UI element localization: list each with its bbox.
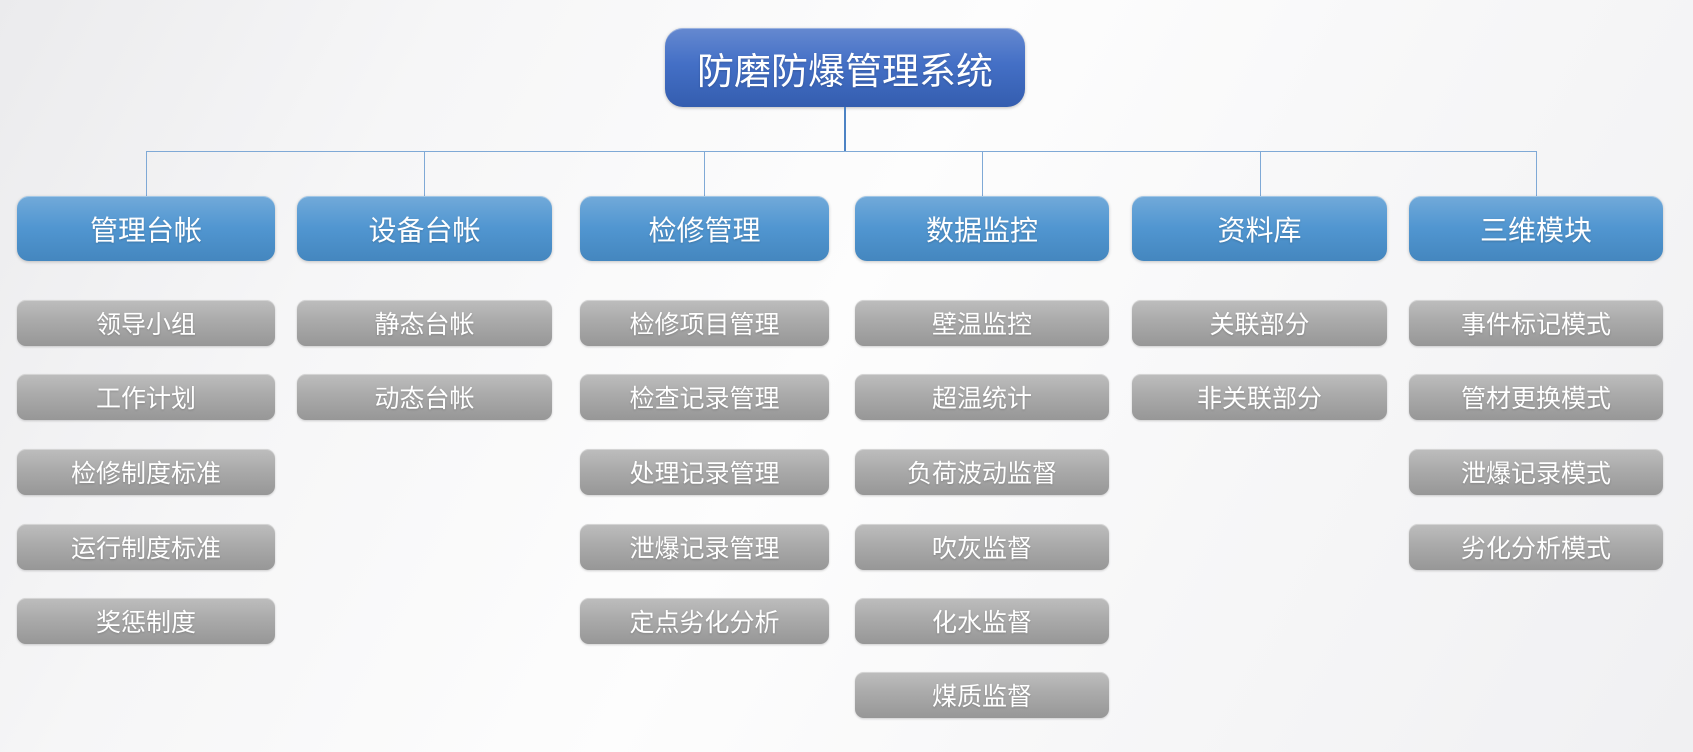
- connector-stub-1: [146, 151, 147, 196]
- node-branch-equipment-ledger: 设备台帐: [297, 196, 552, 261]
- node-leaf: 泄爆记录管理: [580, 524, 829, 570]
- node-leaf: 动态台帐: [297, 374, 552, 420]
- connector-root-stem: [844, 107, 846, 152]
- connector-stub-2: [424, 151, 425, 196]
- node-leaf: 定点劣化分析: [580, 598, 829, 644]
- node-root: 防磨防爆管理系统: [665, 28, 1025, 107]
- node-leaf: 检修项目管理: [580, 300, 829, 346]
- branch-column-2: 设备台帐 静态台帐 动态台帐: [297, 196, 552, 752]
- connector-rail: [146, 151, 1536, 152]
- node-leaf: 领导小组: [17, 300, 275, 346]
- node-branch-data-monitoring: 数据监控: [855, 196, 1109, 261]
- branch-column-4: 数据监控 壁温监控 超温统计 负荷波动监督 吹灰监督 化水监督 煤质监督: [855, 196, 1109, 752]
- node-leaf: 管材更换模式: [1409, 374, 1663, 420]
- node-leaf: 泄爆记录模式: [1409, 449, 1663, 495]
- node-leaf: 工作计划: [17, 374, 275, 420]
- node-branch-database: 资料库: [1132, 196, 1387, 261]
- node-branch-3d-module: 三维模块: [1409, 196, 1663, 261]
- connector-stub-4: [982, 151, 983, 196]
- node-leaf: 事件标记模式: [1409, 300, 1663, 346]
- node-leaf: 煤质监督: [855, 672, 1109, 718]
- node-leaf: 运行制度标准: [17, 524, 275, 570]
- connector-stub-6: [1536, 151, 1537, 196]
- node-branch-maintenance-management: 检修管理: [580, 196, 829, 261]
- node-leaf: 非关联部分: [1132, 374, 1387, 420]
- branch-column-1: 管理台帐 领导小组 工作计划 检修制度标准 运行制度标准 奖惩制度: [17, 196, 275, 752]
- node-branch-management-ledger: 管理台帐: [17, 196, 275, 261]
- node-leaf: 劣化分析模式: [1409, 524, 1663, 570]
- node-leaf: 静态台帐: [297, 300, 552, 346]
- node-leaf: 超温统计: [855, 374, 1109, 420]
- node-leaf: 奖惩制度: [17, 598, 275, 644]
- node-leaf: 壁温监控: [855, 300, 1109, 346]
- branch-column-5: 资料库 关联部分 非关联部分: [1132, 196, 1387, 752]
- branch-column-3: 检修管理 检修项目管理 检查记录管理 处理记录管理 泄爆记录管理 定点劣化分析: [580, 196, 829, 752]
- node-leaf: 关联部分: [1132, 300, 1387, 346]
- node-leaf: 吹灰监督: [855, 524, 1109, 570]
- node-leaf: 处理记录管理: [580, 449, 829, 495]
- node-leaf: 检修制度标准: [17, 449, 275, 495]
- node-leaf: 检查记录管理: [580, 374, 829, 420]
- node-leaf: 负荷波动监督: [855, 449, 1109, 495]
- node-leaf: 化水监督: [855, 598, 1109, 644]
- connector-stub-3: [704, 151, 705, 196]
- connector-stub-5: [1260, 151, 1261, 196]
- branch-column-6: 三维模块 事件标记模式 管材更换模式 泄爆记录模式 劣化分析模式: [1409, 196, 1663, 752]
